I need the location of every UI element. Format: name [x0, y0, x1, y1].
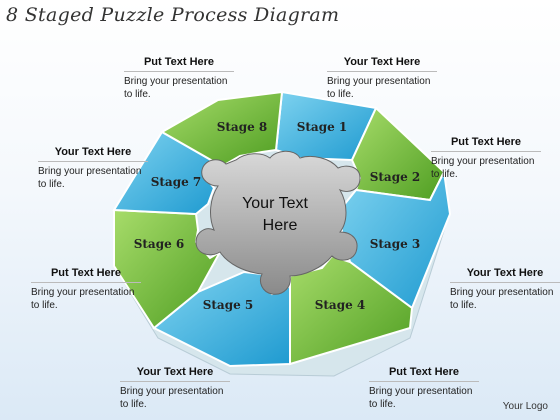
- callout-bottom-right: Put Text Here Bring your presentation to…: [369, 366, 479, 411]
- center-puzzle-piece: [195, 150, 361, 295]
- callout-body: Bring your presentation to life.: [450, 287, 554, 311]
- stage-label-2: Stage 2: [370, 170, 421, 184]
- callout-right-upper: Put Text Here Bring your presentation to…: [431, 136, 541, 181]
- stage-label-1: Stage 1: [297, 120, 348, 134]
- center-text-line1: Your Text: [242, 195, 308, 212]
- stage-label-4: Stage 4: [315, 298, 366, 312]
- callout-heading: Your Text Here: [450, 267, 560, 283]
- stage-label-6: Stage 6: [134, 237, 185, 251]
- callout-heading: Put Text Here: [124, 56, 234, 72]
- callout-bottom-left: Your Text Here Bring your presentation t…: [120, 366, 230, 411]
- callout-heading: Put Text Here: [431, 136, 541, 152]
- callout-heading: Your Text Here: [327, 56, 437, 72]
- callout-body: Bring your presentation to life.: [120, 386, 224, 410]
- callout-heading: Your Text Here: [38, 146, 148, 162]
- callout-left-upper: Your Text Here Bring your presentation t…: [38, 146, 148, 191]
- stage-label-7: Stage 7: [151, 175, 202, 189]
- callout-body: Bring your presentation to life.: [31, 287, 135, 311]
- callout-heading: Put Text Here: [31, 267, 141, 283]
- stage-label-3: Stage 3: [370, 237, 421, 251]
- stage-label-8: Stage 8: [217, 120, 268, 134]
- callout-top-left: Put Text Here Bring your presentation to…: [124, 56, 234, 101]
- callout-heading: Your Text Here: [120, 366, 230, 382]
- center-text-line2: Here: [263, 217, 298, 234]
- callout-body: Bring your presentation to life.: [431, 156, 535, 180]
- callout-body: Bring your presentation to life.: [327, 76, 431, 100]
- callout-right-lower: Your Text Here Bring your presentation t…: [450, 267, 560, 312]
- logo-text: Your Logo: [502, 401, 548, 412]
- callout-body: Bring your presentation to life.: [369, 386, 473, 410]
- callout-top-right: Your Text Here Bring your presentation t…: [327, 56, 437, 101]
- stage-label-5: Stage 5: [203, 298, 254, 312]
- callout-body: Bring your presentation to life.: [124, 76, 228, 100]
- callout-left-lower: Put Text Here Bring your presentation to…: [31, 267, 141, 312]
- callout-heading: Put Text Here: [369, 366, 479, 382]
- callout-body: Bring your presentation to life.: [38, 166, 142, 190]
- page-title: 8 Staged Puzzle Process Diagram: [6, 4, 340, 26]
